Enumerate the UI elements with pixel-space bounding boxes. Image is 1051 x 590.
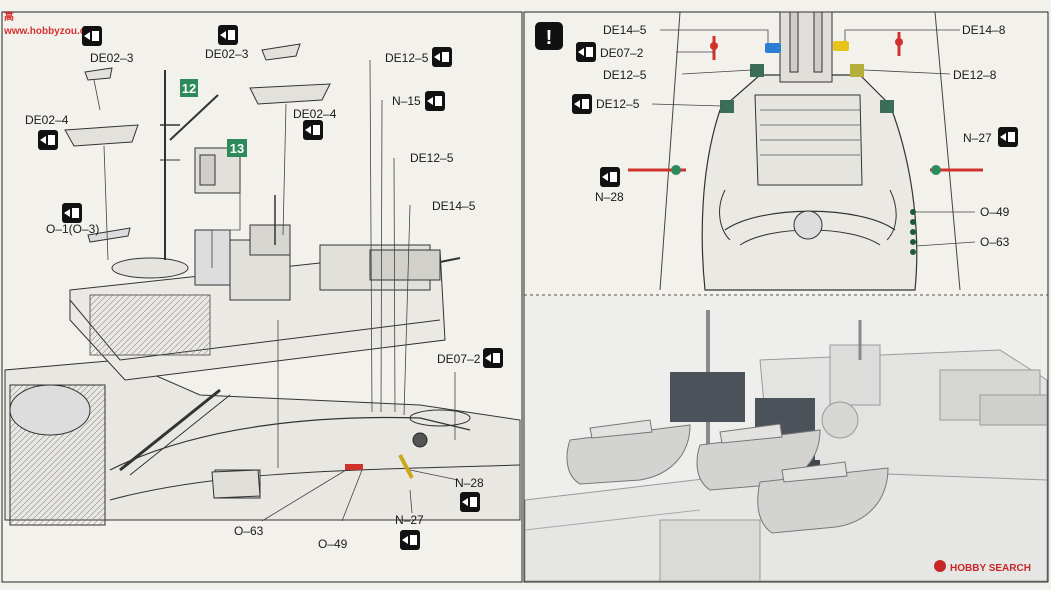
label-o49-right: O–49: [980, 205, 1010, 219]
part-de07-2-red-right: [895, 32, 903, 56]
label-n28-right: N–28: [595, 190, 624, 204]
svg-text:HOBBY SEARCH: HOBBY SEARCH: [950, 563, 1031, 574]
label-de02-3-left: DE02–3: [90, 51, 134, 65]
hull-lower-deck: [4, 359, 521, 526]
part-de07-2-red: [710, 36, 718, 60]
assembly-guides: [93, 59, 459, 522]
part-o49-dots: [910, 209, 916, 255]
paint-side-icon: [218, 25, 238, 45]
paint-side-icon: [303, 120, 323, 140]
label-n27-right: N–27: [963, 131, 992, 145]
render-3d-view: [524, 296, 1048, 582]
label-de12-5-right-b: DE12–5: [596, 97, 640, 111]
paint-side-icon: [62, 203, 82, 223]
watermark-top-left: 高 www.hobbyzou.com: [3, 10, 100, 37]
label-o63: O–63: [234, 524, 264, 538]
label-de07-2: DE07–2: [437, 352, 481, 366]
label-n27: N–27: [395, 513, 424, 527]
label-de14-5: DE14–5: [432, 199, 476, 213]
boat-de02-3-top: [249, 43, 331, 105]
o49-part-red: [345, 464, 363, 470]
paint-side-icon: [82, 26, 102, 46]
paint-side-icon: [483, 348, 503, 368]
svg-text:13: 13: [230, 141, 244, 156]
svg-text:高: 高: [4, 10, 14, 23]
deck-detail: [659, 11, 961, 291]
paint-side-icon: [400, 530, 420, 550]
mast: [160, 70, 219, 260]
part-de14-5-blue: [765, 43, 781, 53]
label-de02-4-right: DE02–4: [293, 107, 337, 121]
part-de14-8-yellow: [833, 41, 849, 51]
part-n28-red: [628, 165, 686, 175]
svg-text:www.hobbyzou.com: www.hobbyzou.com: [3, 26, 100, 37]
boat-de02-4-left: [64, 67, 139, 147]
label-n15: N–15: [392, 94, 421, 108]
part-de12-5-green-a: [750, 64, 764, 77]
paint-side-icon: [460, 492, 480, 512]
label-de12-5-mid: DE12–5: [410, 151, 454, 165]
paint-side-icon: [572, 94, 592, 114]
part-o1-o3: [87, 227, 131, 243]
detail-guides: [651, 29, 976, 247]
svg-text:!: !: [546, 27, 553, 49]
label-de14-8: DE14–8: [962, 23, 1006, 37]
paint-side-icon: [576, 42, 596, 62]
part-de12-8-olive: [850, 64, 864, 77]
turret-part: [211, 469, 261, 499]
label-o1-o3: O–1(O–3): [46, 222, 99, 236]
step-badge-13: 13: [227, 139, 247, 157]
paint-side-icon: [998, 127, 1018, 147]
label-de07-2-right: DE07–2: [600, 46, 644, 60]
part-de12-5-green-c: [880, 100, 894, 113]
paint-side-icon: [425, 91, 445, 111]
label-de12-8: DE12–8: [953, 68, 997, 82]
watermark-bottom-right: HOBBY SEARCH: [934, 560, 1031, 574]
director-part: [194, 147, 241, 194]
label-de02-4-left: DE02–4: [25, 113, 69, 127]
paint-side-icon: [432, 47, 452, 67]
label-o63-right: O–63: [980, 235, 1010, 249]
superstructure-assembly: [69, 195, 461, 381]
part-n27-red: [930, 165, 983, 175]
label-o49: O–49: [318, 537, 348, 551]
label-n28: N–28: [455, 476, 484, 490]
label-de12-5-top: DE12–5: [385, 51, 429, 65]
paint-side-icon: [38, 130, 58, 150]
svg-text:12: 12: [182, 81, 196, 96]
n27-part-yellow: [398, 454, 414, 479]
step-badge-12: 12: [180, 79, 198, 97]
part-de12-5-green-b: [720, 100, 734, 113]
paint-side-icon: [600, 167, 620, 187]
left-panel-frame: [1, 11, 523, 583]
label-de12-5-right-a: DE12–5: [603, 68, 647, 82]
label-de02-3-top: DE02–3: [205, 47, 249, 61]
warning-icon: !: [535, 22, 563, 50]
label-de14-5-right: DE14–5: [603, 23, 647, 37]
